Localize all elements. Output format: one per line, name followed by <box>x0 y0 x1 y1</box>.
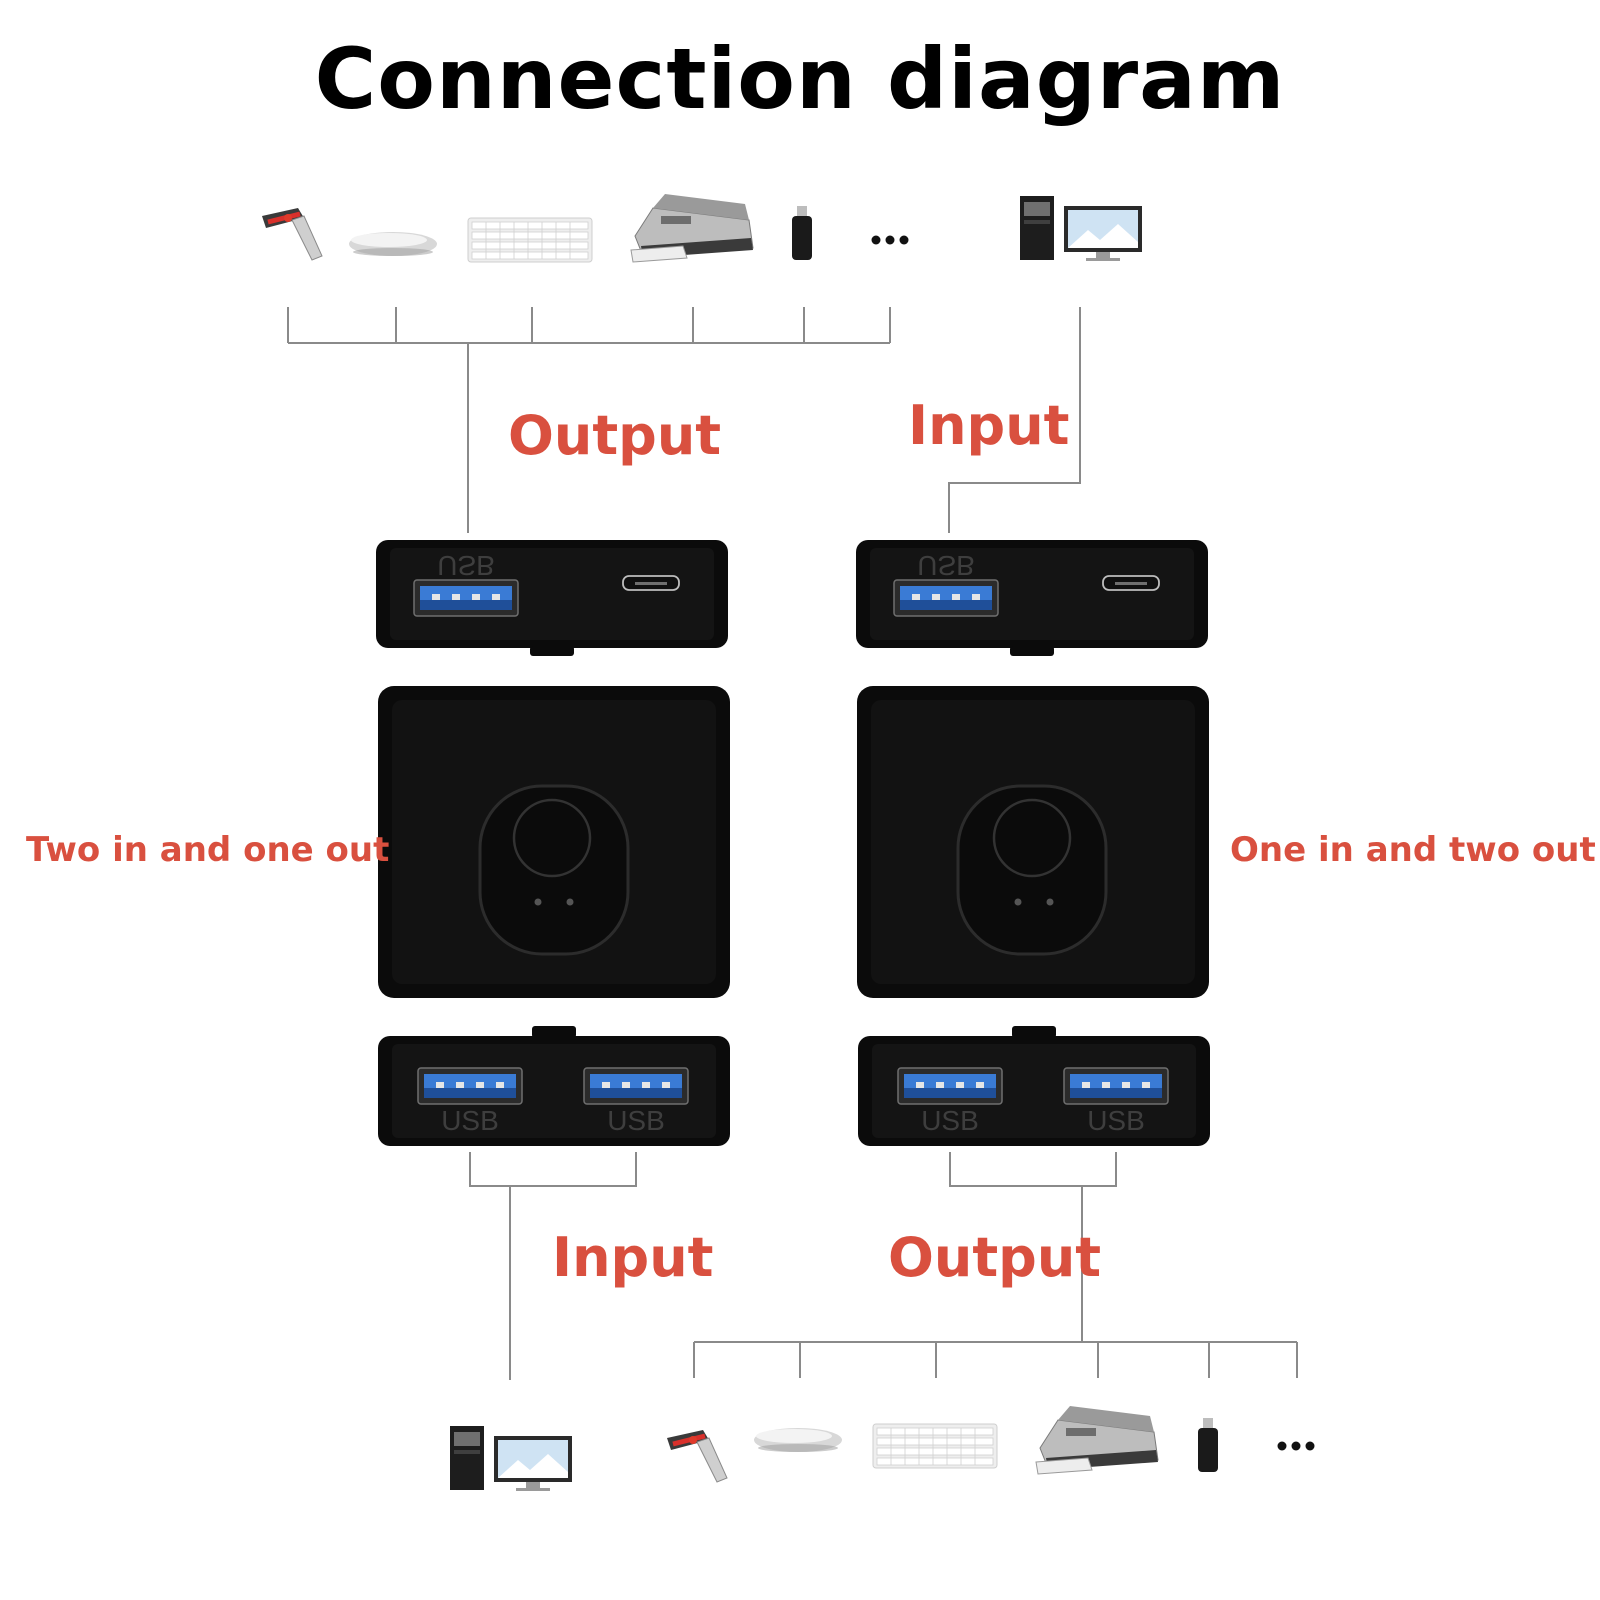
keyboard-icon <box>872 1423 998 1469</box>
usb-port-label: USB <box>441 1105 499 1136</box>
usb-port-label: USB <box>607 1105 665 1136</box>
left-switch <box>376 540 730 1146</box>
keyboard-icon <box>467 217 593 263</box>
right-top-label: Input <box>908 394 1070 457</box>
top-connection-lines <box>287 307 1081 533</box>
left-top-label: Output <box>508 404 722 467</box>
usb-port-icon <box>413 579 519 617</box>
usb-port-icon <box>583 1067 689 1105</box>
barcode-scanner-icon <box>262 208 322 260</box>
right-side-label: One in and two out <box>1230 830 1596 870</box>
usb-port-icon <box>897 1067 1003 1105</box>
left-side-label: Two in and one out <box>26 830 390 870</box>
printer-icon <box>630 193 754 263</box>
bottom-devices <box>450 1405 1315 1491</box>
switch-button <box>512 798 592 878</box>
computer-icon <box>1020 196 1142 261</box>
usb-port-label: USB <box>1087 1105 1145 1136</box>
usb-dongle-icon <box>792 206 812 260</box>
top-devices <box>262 193 1142 263</box>
switch-button <box>992 798 1072 878</box>
usb-port-label: USB <box>917 550 975 581</box>
left-bottom-label: Input <box>552 1226 714 1289</box>
bottom-connection-lines <box>469 1152 1298 1380</box>
computer-icon <box>450 1426 572 1491</box>
usb-port-icon <box>417 1067 523 1105</box>
usb-port-icon <box>1063 1067 1169 1105</box>
more-icon <box>1277 1441 1315 1451</box>
usb-port-label: USB <box>921 1105 979 1136</box>
printer-icon <box>1035 1405 1159 1475</box>
right-bottom-label: Output <box>888 1226 1102 1289</box>
barcode-scanner-icon <box>667 1430 727 1482</box>
more-icon <box>871 235 909 245</box>
micro-usb-port-icon <box>622 575 680 591</box>
mouse-icon <box>754 1428 842 1452</box>
usb-port-icon <box>893 579 999 617</box>
mouse-icon <box>349 232 437 256</box>
micro-usb-port-icon <box>1102 575 1160 591</box>
usb-dongle-icon <box>1198 1418 1218 1472</box>
right-switch <box>856 540 1210 1146</box>
usb-port-label: USB <box>437 550 495 581</box>
page-title: Connection diagram <box>314 30 1286 128</box>
